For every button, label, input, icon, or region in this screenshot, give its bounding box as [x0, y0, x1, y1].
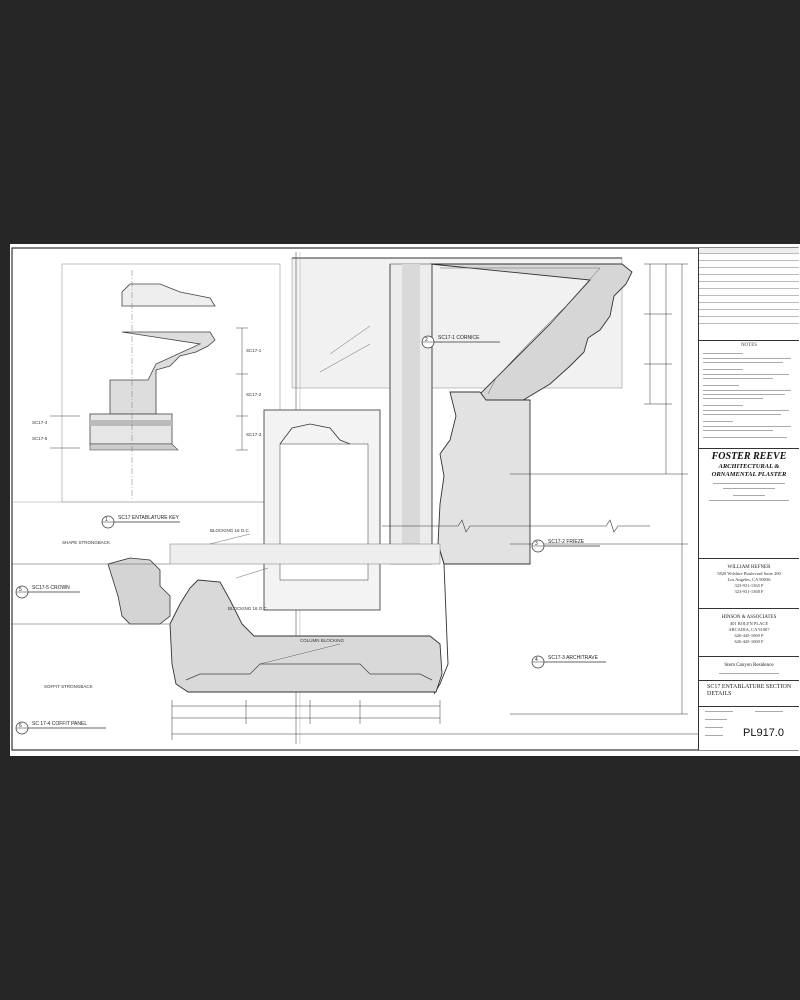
detail-label-3: SC17-2 FRIEZE — [548, 539, 585, 545]
architect-panel: WILLIAM HEFNER 5820 Wilshire Boulevard S… — [699, 558, 799, 609]
key-label-2: SC17-2 — [246, 392, 262, 397]
callout-column-blocking: COLUMN BLOCKING — [300, 638, 345, 643]
architect-address-1: 5820 Wilshire Boulevard Suite 200 — [717, 571, 781, 576]
title-block: NOTES FOSTER REEVE ARCHITECTURAL & ORNAM… — [698, 248, 799, 750]
revision-table — [699, 248, 799, 334]
detail-bubble-1 — [101, 515, 180, 529]
sheet-title-panel: SC17 ENTABLATURE SECTION DETAILS — [699, 680, 799, 707]
key-label-3: SC17-3 — [246, 432, 262, 437]
detail-bubble-2 — [421, 335, 500, 349]
detail-num-6: 6 — [19, 723, 22, 729]
consultant-address-2: ARCADIA, CA 91007 — [728, 627, 770, 632]
detail-num-1: 1 — [105, 517, 108, 523]
detail-num-4: 4 — [535, 657, 538, 663]
detail-label-1: SC17 ENTABLATURE KEY — [118, 515, 179, 521]
detail-num-5: 5 — [19, 587, 22, 593]
sheet-number: PL917.0 — [743, 727, 784, 739]
detail-bubble-5 — [15, 585, 80, 599]
architect-phone: 323-931-1365 P — [734, 583, 764, 588]
notes-header: NOTES — [740, 343, 758, 348]
brand-panel: FOSTER REEVE ARCHITECTURAL & ORNAMENTAL … — [699, 448, 799, 509]
drawing-sheet: 1 SC17 ENTABLATURE KEY 2 SC17-1 CORNICE … — [10, 244, 800, 756]
consultant-address-1: 401 ROLYN PLACE — [729, 621, 769, 626]
sheet-title-line-2: DETAILS — [707, 691, 732, 697]
detail-bubble-6 — [15, 721, 106, 735]
detail-label-4: SC17-3 ARCHITRAVE — [548, 655, 598, 661]
detail-num-3: 3 — [535, 541, 538, 547]
callout-blocking-1: BLOCKING 16 O.C. — [210, 528, 251, 533]
project-name: Stern Canyon Residence — [724, 663, 774, 668]
architect-address-2: Los Angeles, CA 90036 — [727, 577, 771, 582]
detail-bubble-3 — [531, 539, 600, 553]
consultant-panel: HINSON & ASSOCIATES 401 ROLYN PLACE ARCA… — [699, 608, 799, 657]
callout-shape-strongback: SHAPE STRONGBACK — [62, 540, 111, 545]
callout-soffit-strongback: SOFFIT STRONGBACK — [44, 684, 93, 689]
key-label-4: SC17-4 — [32, 420, 48, 425]
detail-label-5: SC17-5 CROWN — [32, 585, 70, 591]
brand-name: FOSTER REEVE — [711, 451, 787, 462]
project-panel: Stern Canyon Residence — [699, 656, 799, 681]
key-label-1: SC17-1 — [246, 348, 262, 353]
callout-blocking-2: BLOCKING 16 O.C. — [228, 606, 269, 611]
detail-label-6: SC 17-4 COFFIT PANEL — [32, 721, 88, 727]
detail-num-2: 2 — [425, 337, 428, 343]
architect-fax: 323-931-1368 F — [734, 589, 764, 594]
detail-label-2: SC17-1 CORNICE — [438, 335, 480, 341]
consultant-name: HINSON & ASSOCIATES — [721, 615, 777, 620]
detail-bubble-4 — [531, 655, 606, 669]
consultant-fax: 626-445-1069 F — [734, 639, 764, 644]
brand-line-2: ARCHITECTURAL & — [718, 463, 780, 470]
architect-name: WILLIAM HEFNER — [727, 565, 771, 570]
key-label-5: SC17-5 — [32, 436, 48, 441]
plaster-section-drawing — [11, 247, 799, 751]
brand-line-3: ORNAMENTAL PLASTER — [711, 471, 787, 478]
notes-panel: NOTES — [699, 340, 799, 449]
sheet-info-panel: PL917.0 — [699, 706, 799, 751]
sheet-title-line-1: SC17 ENTABLATURE SECTION — [707, 684, 792, 690]
consultant-phone: 626-445-1069 P — [734, 633, 764, 638]
